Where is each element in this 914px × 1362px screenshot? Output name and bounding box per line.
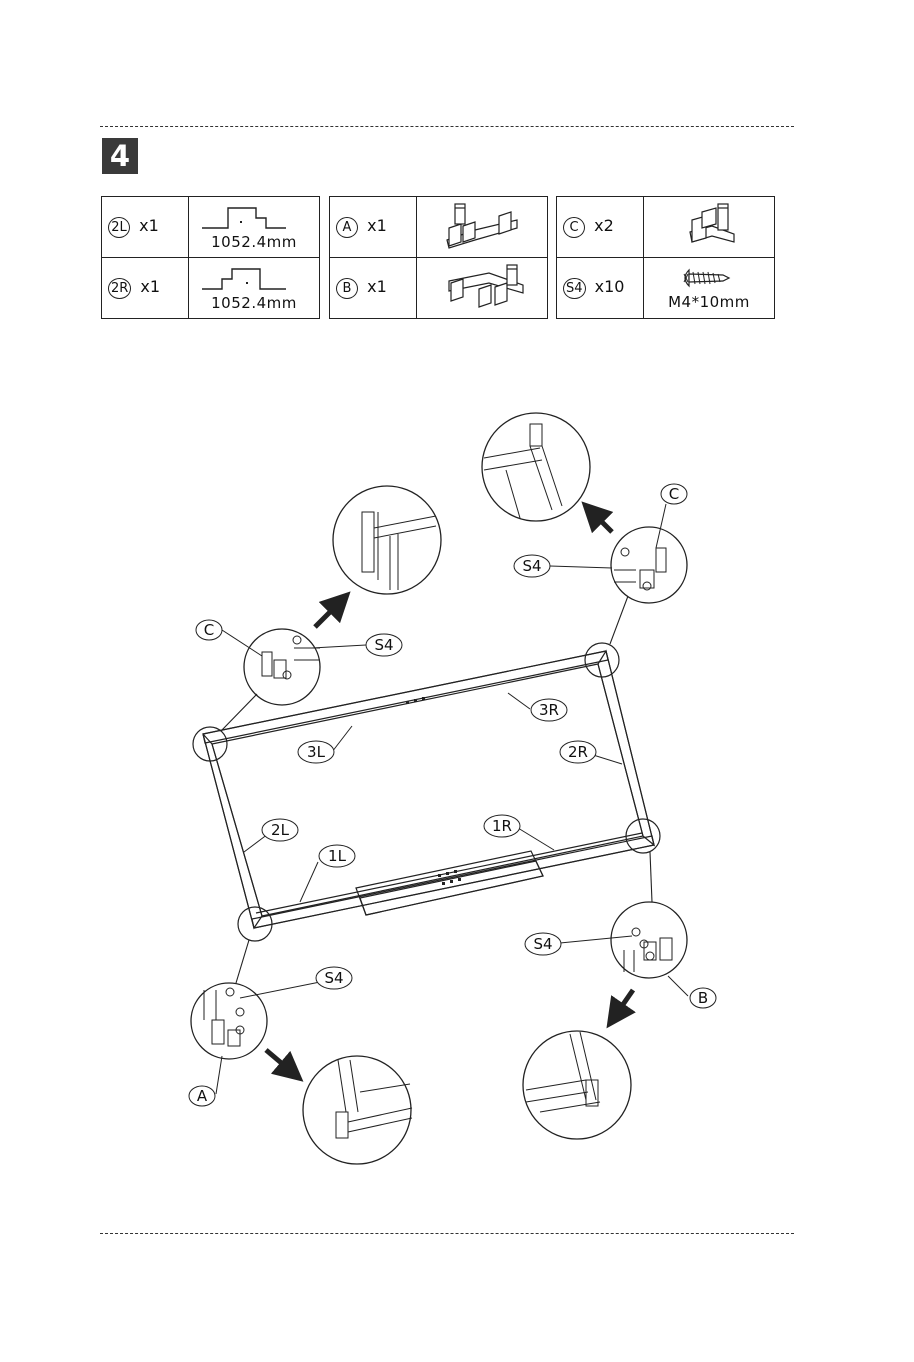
callout-3r: 3R [539,701,559,719]
callout-2l: 2L [271,821,290,839]
callout-s4-bottom-right: S4 [533,935,552,953]
callout-s4-top-right: S4 [522,557,541,575]
callout-b: B [698,989,708,1007]
callout-a: A [197,1087,208,1105]
direction-arrows [266,512,633,1072]
callout-1r: 1R [492,817,512,835]
callout-s4-top-left: S4 [374,636,393,654]
callout-leaders [216,504,688,1094]
callout-3l: 3L [307,743,326,761]
callout-c-top-right: C [669,485,679,503]
callout-s4-bottom-left: S4 [324,969,343,987]
callout-c-top-left: C [204,621,214,639]
callout-2r: 2R [568,743,588,761]
callout-1l: 1L [328,847,347,865]
